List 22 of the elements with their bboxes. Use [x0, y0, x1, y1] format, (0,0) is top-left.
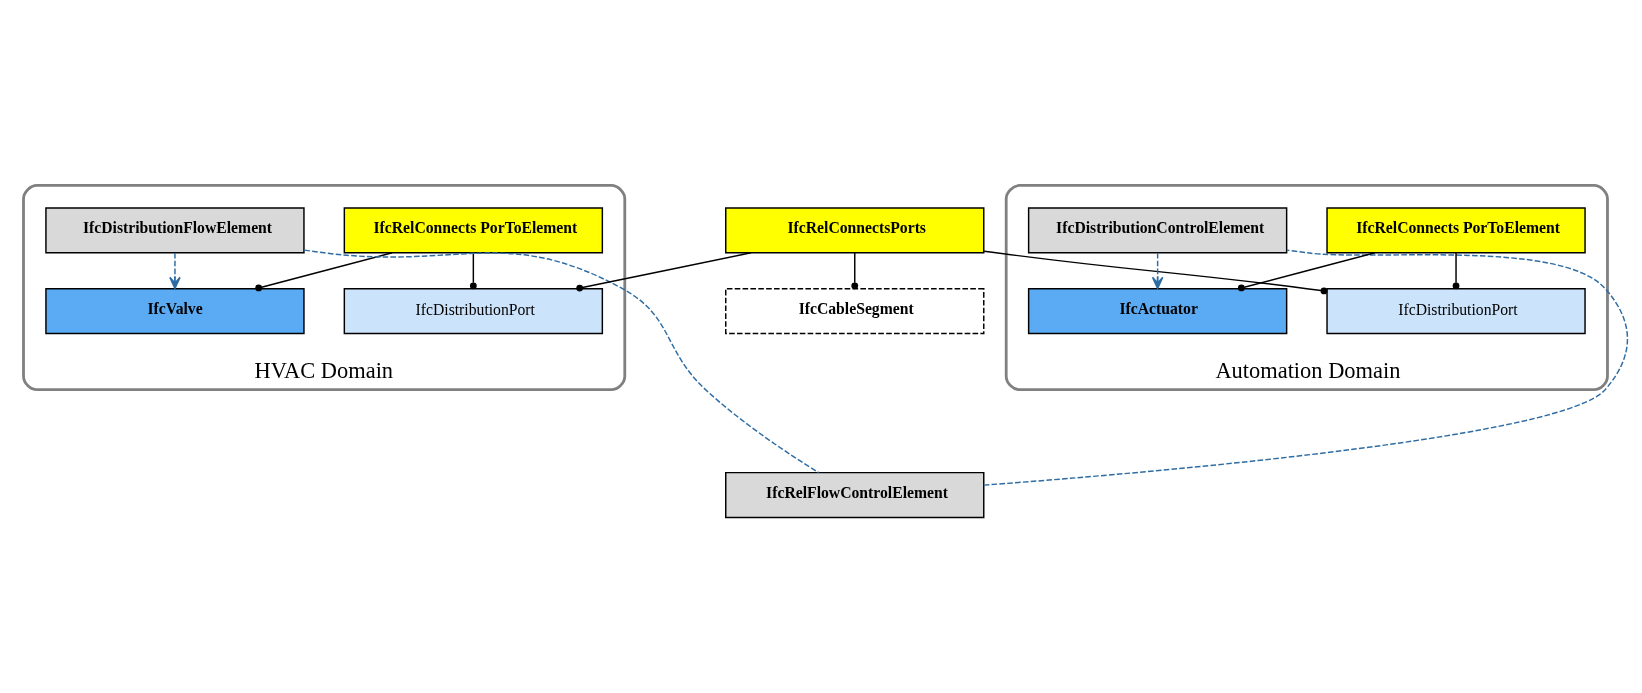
node-box: IfcDistributionPort — [343, 287, 604, 334]
node-box: IfcRelConnects PorToElement — [1326, 206, 1586, 253]
node-box: IfcRelConnectsPorts — [725, 206, 985, 253]
node-box: IfcCableSegment — [725, 287, 985, 334]
connector — [1237, 251, 1376, 291]
connector — [576, 251, 752, 291]
node-box: IfcActuator — [1027, 287, 1288, 334]
arrow — [1151, 251, 1164, 289]
node-box: IfcDistributionControlElement — [1027, 206, 1288, 253]
node-box: IfcValve — [45, 287, 305, 334]
node-box: IfcDistributionPort — [1326, 287, 1586, 334]
connector — [983, 249, 1328, 294]
connector — [1452, 251, 1460, 289]
connector — [469, 251, 477, 289]
arrow — [169, 251, 181, 289]
connector — [303, 248, 820, 473]
node-box: IfcRelConnects PorToElement — [343, 206, 604, 253]
node-box: IfcDistributionFlowElement — [45, 206, 305, 253]
connector — [983, 248, 1629, 486]
connector — [255, 251, 393, 291]
connector — [851, 251, 859, 289]
node-box: IfcRelFlowControlElement — [725, 471, 985, 518]
